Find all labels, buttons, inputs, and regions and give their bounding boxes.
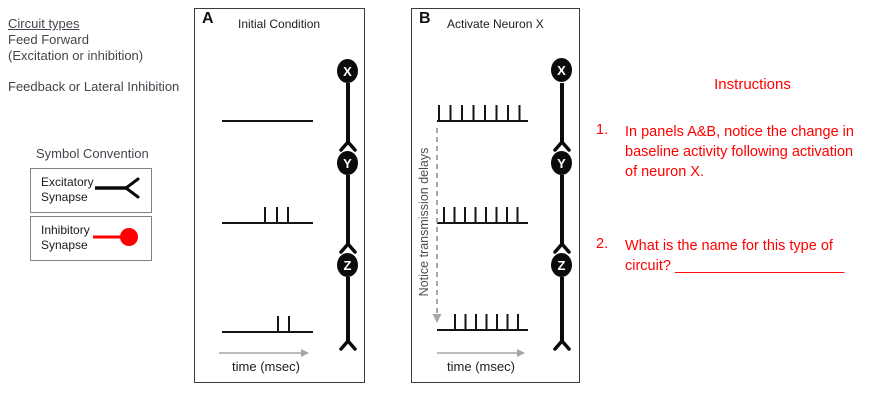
- instructions-title: Instructions: [714, 76, 791, 93]
- legend-inhibitory-line2: Synapse: [41, 238, 88, 252]
- notes-heading: Circuit types: [8, 16, 80, 31]
- legend-inhibitory-line1: Inhibitory: [41, 223, 90, 237]
- panel-a-frame: [194, 8, 365, 383]
- legend-inhibitory-box: Inhibitory Synapse: [30, 216, 152, 261]
- legend-excitatory-label: Excitatory Synapse: [31, 169, 151, 205]
- neuron-x-badge-panel-a: X: [337, 59, 358, 83]
- panel-b-letter: B: [419, 10, 431, 27]
- panel-a-letter: A: [202, 10, 214, 27]
- instruction-2-text: What is the name for this type of circui…: [625, 236, 883, 276]
- instruction-1-line1: In panels A&B, notice the change in: [625, 124, 854, 140]
- neuron-y-badge-panel-a: Y: [337, 151, 358, 175]
- notes-line-feedforward: Feed Forward: [8, 32, 89, 47]
- legend-excitatory-line1: Excitatory: [41, 175, 94, 189]
- notes-line-excitation: (Excitation or inhibition): [8, 48, 144, 63]
- instruction-2-line2-answer-blank: circuit? _____________________: [625, 258, 845, 274]
- instruction-2-line1: What is the name for this type of: [625, 238, 833, 254]
- neuron-x-badge-panel-b: X: [551, 58, 572, 82]
- instruction-1-line3: of neuron X.: [625, 164, 704, 180]
- instruction-1-line2: baseline activity following activation: [625, 144, 854, 160]
- legend-inhibitory-label: Inhibitory Synapse: [31, 217, 151, 253]
- circuit-types-notes: Circuit types Feed Forward (Excitation o…: [8, 16, 179, 95]
- instruction-1-text: In panels A&B, notice the change in base…: [625, 122, 883, 182]
- transmission-delay-note: Notice transmission delays: [417, 147, 431, 297]
- notes-line-feedback: Feedback or Lateral Inhibition: [8, 79, 180, 94]
- time-axis-label-panel-b: time (msec): [447, 359, 515, 374]
- panel-a-title: Initial Condition: [238, 17, 321, 31]
- panel-b-title: Activate Neuron X: [447, 17, 544, 31]
- time-axis-label-panel-a: time (msec): [232, 359, 300, 374]
- legend-title: Symbol Convention: [36, 146, 149, 161]
- instruction-1-number: 1.: [596, 122, 609, 138]
- neuron-z-badge-panel-a: Z: [337, 253, 358, 277]
- instruction-2-number: 2.: [596, 236, 609, 252]
- legend-excitatory-line2: Synapse: [41, 190, 88, 204]
- legend-excitatory-box: Excitatory Synapse: [30, 168, 152, 213]
- neuron-z-badge-panel-b: Z: [551, 253, 572, 277]
- neuron-y-badge-panel-b: Y: [551, 151, 572, 175]
